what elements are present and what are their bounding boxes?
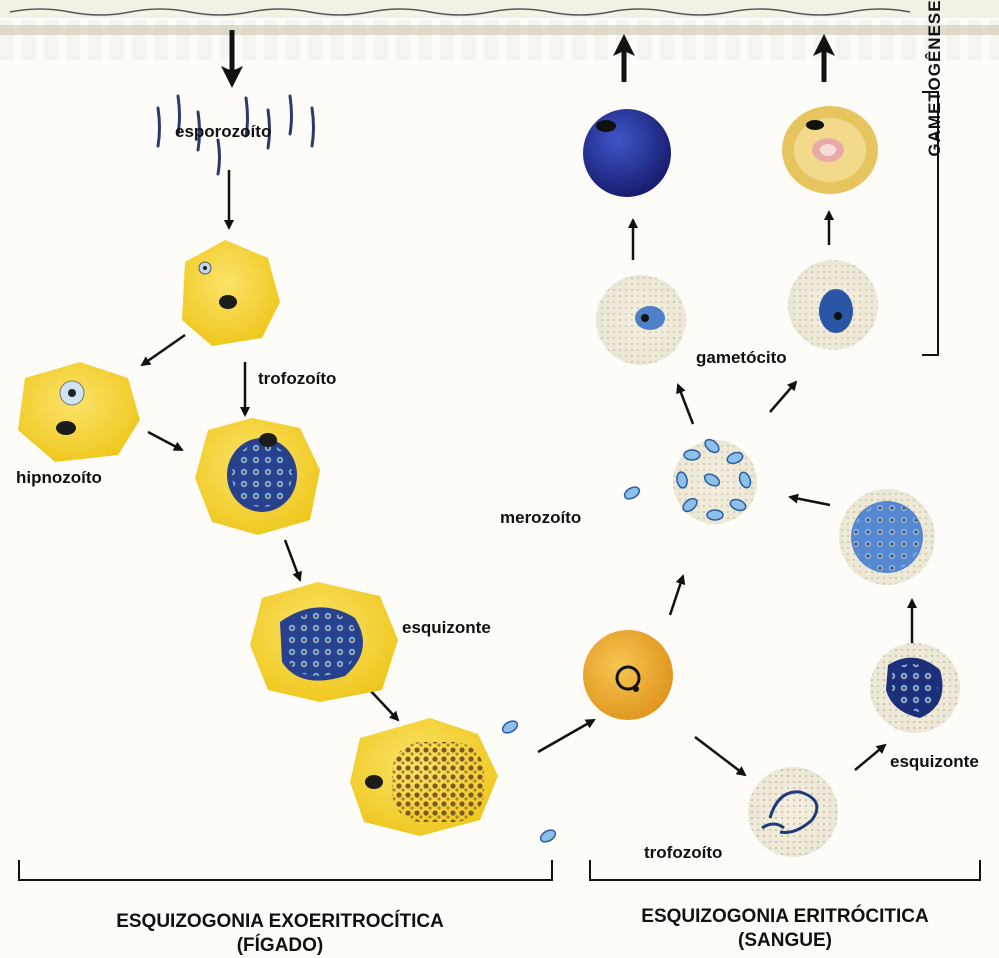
gametocyte-female [596,275,686,365]
rupturing-rbc-merozoites [673,437,757,524]
label-esquizonte-liver: esquizonte [402,618,491,638]
macrogamete [583,109,671,197]
label-gametogenese: GAMETOGÊNESE [925,0,945,168]
label-gametocito: gametócito [696,348,787,368]
hepatocyte-trophozoite [195,418,320,535]
label-trofozoito-liver: trofozoíto [258,369,336,389]
hepatocyte-hypnozoite [18,362,140,462]
section-exo-title: ESQUIZOGONIA EXOERITROCÍTICA [40,910,520,934]
section-exoeritrocitica: ESQUIZOGONIA EXOERITROCÍTICA (FÍGADO) [40,910,520,958]
label-hipnozoito: hipnozoíto [16,468,102,488]
section-eritrocitica: ESQUIZOGONIA ERITRÓCITICA (SANGUE) [600,905,970,953]
label-merozoito: merozoíto [500,508,581,528]
hepatocyte-with-sporozoite [182,240,280,346]
label-esporozoito: esporozoíto [175,122,271,142]
rbc-ring-trophozoite [583,630,673,720]
gametocyte-male [788,260,878,350]
section-eri-title: ESQUIZOGONIA ERITRÓCITICA [600,905,970,929]
section-eri-subtitle: (SANGUE) [600,929,970,953]
microgametocyte [782,106,878,194]
hepatocyte-schizont [250,582,398,702]
label-trofozoito-blood: trofozoíto [644,843,722,863]
label-esquizonte-blood: esquizonte [890,752,979,772]
erythrocytic-bracket [590,860,980,880]
rbc-mature-schizont [839,489,935,585]
hepatocyte-mature-schizont [350,718,498,836]
top-skin-strip [0,0,999,30]
section-exo-subtitle: (FÍGADO) [40,934,520,958]
rbc-amoeboid-trophozoite [748,767,838,857]
exoerythrocytic-bracket [19,860,552,880]
rbc-blood-schizont [870,643,960,733]
